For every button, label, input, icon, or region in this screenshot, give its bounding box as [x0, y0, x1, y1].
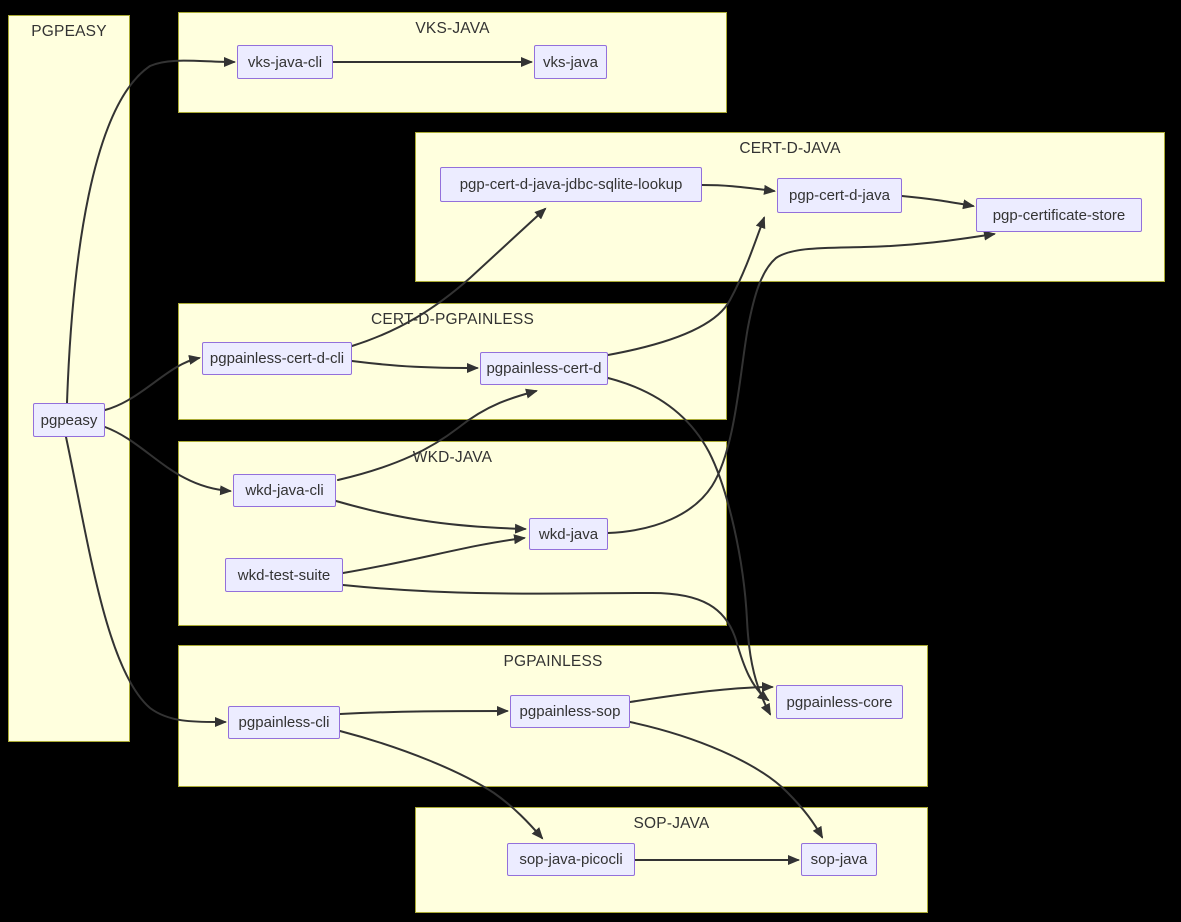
node-label-vks-java: vks-java — [542, 53, 598, 71]
node-label-wkd-java-cli: wkd-java-cli — [245, 482, 324, 499]
node-wkd-java-cli: wkd-java-cli — [233, 474, 336, 507]
node-label-pgp-certificate-store: pgp-certificate-store — [992, 206, 1126, 224]
node-pgpainless-cert-d: pgpainless-cert-d — [480, 352, 608, 385]
node-pgpeasy: pgpeasy — [33, 403, 105, 437]
group-title-vks-java-group: VKS-JAVA — [415, 20, 490, 37]
node-sop-java: sop-java — [801, 843, 877, 876]
node-vks-java: vks-java — [534, 45, 607, 79]
node-label-wkd-test-suite: wkd-test-suite — [237, 566, 331, 584]
node-wkd-java: wkd-java — [529, 518, 608, 550]
node-pgp-cert-d-java: pgp-cert-d-java — [777, 178, 902, 213]
node-wkd-test-suite: wkd-test-suite — [225, 558, 343, 592]
node-pgpainless-sop: pgpainless-sop — [510, 695, 630, 728]
node-pgpainless-cli: pgpainless-cli — [228, 706, 340, 739]
node-pgp-cert-d-java-jdbc-sqlite-lookup: pgp-cert-d-java-jdbc-sqlite-lookup — [440, 167, 702, 202]
node-label-pgpainless-cert-d-cli: pgpainless-cert-d-cli — [209, 350, 345, 367]
node-label-pgpainless-cert-d: pgpainless-cert-d — [486, 360, 602, 377]
node-pgpainless-core: pgpainless-core — [776, 685, 903, 719]
node-label-sop-java: sop-java — [810, 851, 868, 868]
node-label-pgpainless-cli: pgpainless-cli — [238, 714, 330, 731]
node-label-pgpeasy: pgpeasy — [40, 411, 98, 429]
node-pgp-certificate-store: pgp-certificate-store — [976, 198, 1142, 232]
node-vks-java-cli: vks-java-cli — [237, 45, 333, 79]
node-pgpainless-cert-d-cli: pgpainless-cert-d-cli — [202, 342, 352, 375]
node-label-pgp-cert-d-java: pgp-cert-d-java — [789, 187, 890, 204]
node-label-wkd-java: wkd-java — [538, 525, 599, 543]
group-title-cert-d-java-group: CERT-D-JAVA — [739, 140, 841, 157]
node-sop-java-picocli: sop-java-picocli — [507, 843, 635, 876]
node-label-vks-java-cli: vks-java-cli — [247, 53, 323, 71]
node-label-pgpainless-core: pgpainless-core — [786, 693, 893, 711]
node-label-pgpainless-sop: pgpainless-sop — [519, 703, 621, 720]
group-title-pgpeasy-group: PGPEASY — [31, 23, 107, 40]
node-label-sop-java-picocli: sop-java-picocli — [519, 851, 623, 868]
node-label-pgp-cert-d-java-jdbc-sqlite-lookup: pgp-cert-d-java-jdbc-sqlite-lookup — [459, 176, 683, 193]
